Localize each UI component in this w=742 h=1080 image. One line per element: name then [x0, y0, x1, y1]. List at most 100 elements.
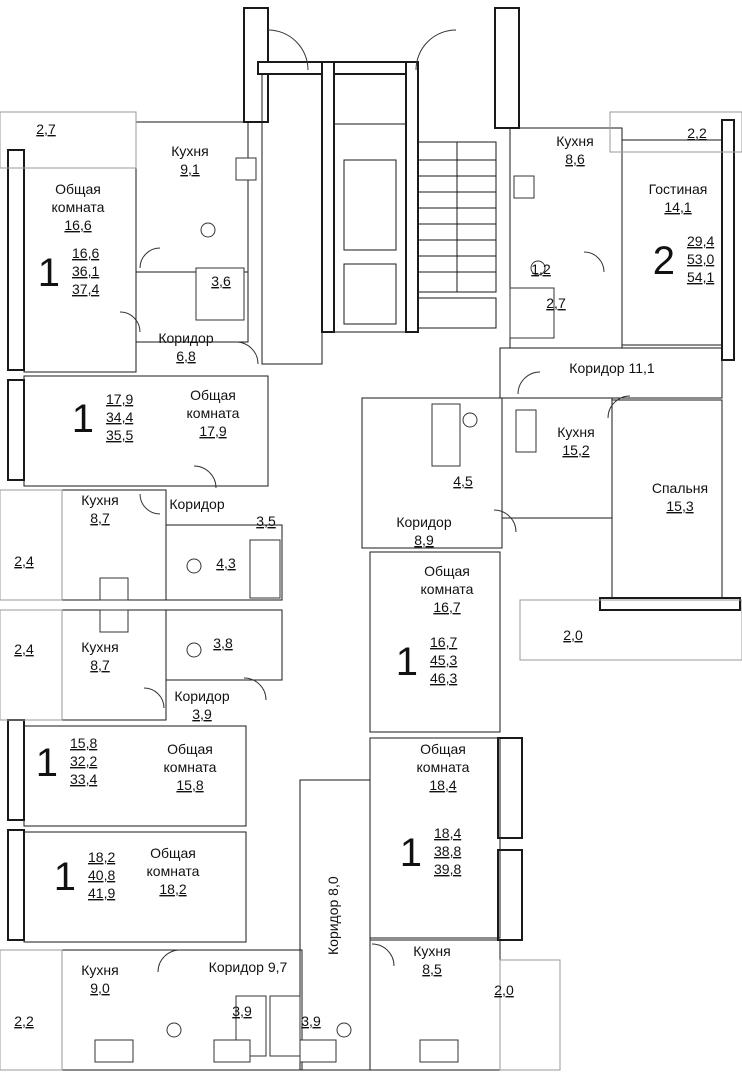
room-name: Кухня: [413, 943, 450, 959]
stair-steps: [343, 142, 497, 329]
area-value: 38,8: [434, 843, 461, 859]
room-label-line: Коридор 8,0: [325, 876, 341, 955]
room-label-a2-balcony: 2,4: [14, 553, 34, 569]
room-name: Кухня: [171, 143, 208, 159]
room-label-a7-balcony: 2,2: [687, 125, 707, 141]
area-value: 3,8: [213, 635, 233, 651]
room-name: Общая: [420, 741, 466, 757]
area-value: 16,6: [72, 245, 99, 261]
room-name: Кухня: [557, 424, 594, 440]
room-name: Коридор: [396, 514, 452, 530]
room-label-a7-living: Гостиная 14,1: [649, 181, 708, 215]
room-label-a2-bath: 4,3: [216, 555, 236, 571]
room-name: комната: [417, 759, 470, 775]
area-value: 14,1: [664, 199, 691, 215]
room-count: 2: [653, 239, 675, 283]
area-value: 16,6: [64, 217, 91, 233]
room-label-a1-balcony: 2,7: [36, 121, 56, 137]
area-value: 32,2: [70, 753, 97, 769]
room-name: Общая: [55, 181, 101, 197]
room-label-a5-balcony: 2,0: [494, 982, 514, 998]
room-label-a3-bath: 3,8: [213, 635, 233, 651]
room-name: комната: [187, 405, 240, 421]
room-count: 1: [400, 831, 422, 875]
area-value: 3,6: [211, 273, 231, 289]
room-label-a5-bath: 3,9: [301, 1013, 321, 1029]
room-label-a3-corridor: Коридор 3,9: [174, 688, 230, 722]
area-value: 34,4: [106, 409, 133, 425]
room-label-a1-living: Общая комната 16,6: [52, 181, 105, 233]
room-name: Коридор 9,7: [209, 959, 288, 975]
room-label-a4-kitchen: Кухня 9,0: [81, 962, 118, 996]
room-label-a2-living: Общая комната 17,9: [187, 387, 240, 439]
area-value: 4,5: [453, 473, 473, 489]
room-label-a2-corridor: Коридор: [169, 496, 225, 512]
room-label-a4-balcony: 2,2: [14, 1013, 34, 1029]
area-value: 2,2: [687, 125, 707, 141]
room-name: Гостиная: [649, 181, 708, 197]
area-value: 4,3: [216, 555, 236, 571]
area-value: 33,4: [70, 771, 97, 787]
room-name: комната: [52, 199, 105, 215]
room-name: Коридор: [174, 688, 230, 704]
area-value: 15,8: [176, 777, 203, 793]
room-name: комната: [164, 759, 217, 775]
room-name: Коридор: [158, 330, 214, 346]
area-value: 40,8: [88, 867, 115, 883]
area-value: 37,4: [72, 281, 99, 297]
area-value: 15,3: [666, 498, 693, 514]
area-value: 8,7: [90, 657, 110, 673]
area-value: 2,7: [546, 295, 566, 311]
area-value: 17,9: [106, 391, 133, 407]
room-name: Спальня: [652, 480, 708, 496]
area-value: 39,8: [434, 861, 461, 877]
room-label-a7-bedroom: Спальня 15,3: [652, 480, 708, 514]
room-name: Кухня: [81, 962, 118, 978]
balconies: [0, 111, 742, 1071]
area-value: 3,5: [256, 513, 276, 529]
area-value: 16,7: [430, 634, 457, 650]
room-name: Общая: [167, 741, 213, 757]
area-value: 18,2: [88, 849, 115, 865]
room-count: 1: [36, 741, 58, 785]
room-label-hall-corridor: Коридор 8,0: [325, 876, 341, 955]
room-name: Коридор: [169, 496, 225, 512]
area-value: 3,9: [192, 706, 212, 722]
room-label-a3-living: Общая комната 15,8: [164, 741, 217, 793]
area-value: 18,2: [159, 881, 186, 897]
room-name: Коридор 11,1: [569, 360, 655, 376]
area-value: 18,4: [429, 777, 456, 793]
area-value: 54,1: [687, 269, 714, 285]
door-swings: [119, 29, 631, 973]
room-label-a2-corr-val: 3,5: [256, 513, 276, 529]
room-label-a6-balcony: 2,0: [563, 627, 583, 643]
room-label-a4-bath: 3,9: [232, 1003, 252, 1019]
area-value: 9,0: [90, 980, 110, 996]
area-value: 46,3: [430, 670, 457, 686]
room-count: 1: [54, 855, 76, 899]
area-value: 2,4: [14, 553, 34, 569]
area-value: 18,4: [434, 825, 461, 841]
area-value: 2,7: [36, 121, 56, 137]
area-value: 17,9: [199, 423, 226, 439]
area-value: 16,7: [433, 599, 460, 615]
room-count: 1: [72, 397, 94, 441]
room-count: 1: [396, 640, 418, 684]
room-name: Общая: [190, 387, 236, 403]
room-label-a7-corridor: Коридор 11,1: [569, 360, 655, 376]
area-value: 36,1: [72, 263, 99, 279]
room-name: Общая: [424, 563, 470, 579]
outer-walls: [7, 7, 741, 941]
